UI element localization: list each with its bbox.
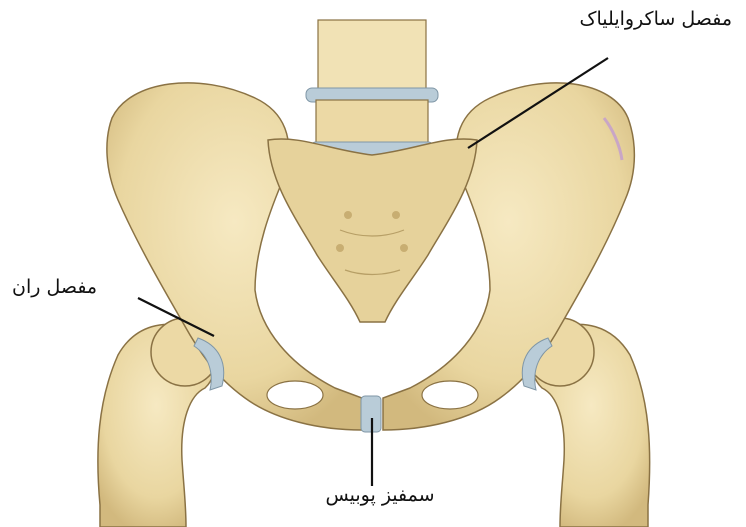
sacrum [268,139,477,322]
sacroiliac-joint-label: مفصل ساکروایلیاک [580,8,733,30]
pubic-symphysis-label: سمفیز پوبیس [300,484,460,506]
lumbar-spine [306,20,438,156]
hip-joint-label: مفصل ران [12,276,97,298]
